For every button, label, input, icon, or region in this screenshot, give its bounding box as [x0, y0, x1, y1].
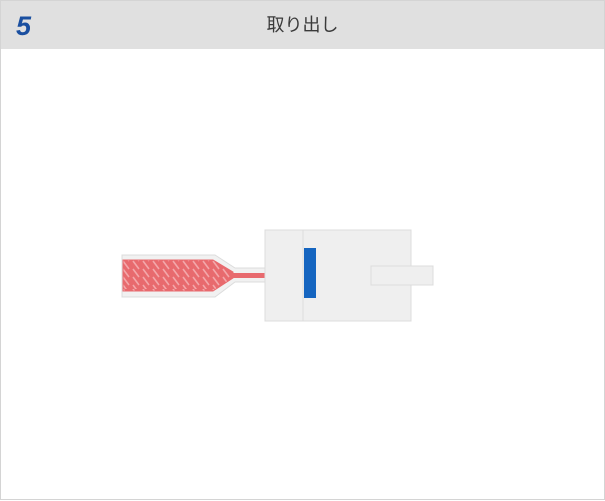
ejector-pin-icon	[370, 265, 434, 286]
injection-screw-icon	[122, 259, 234, 292]
step-header: 5 取り出し	[1, 1, 604, 49]
step-number: 5	[16, 11, 32, 41]
molded-part	[304, 248, 316, 298]
step-title: 取り出し	[266, 15, 339, 36]
